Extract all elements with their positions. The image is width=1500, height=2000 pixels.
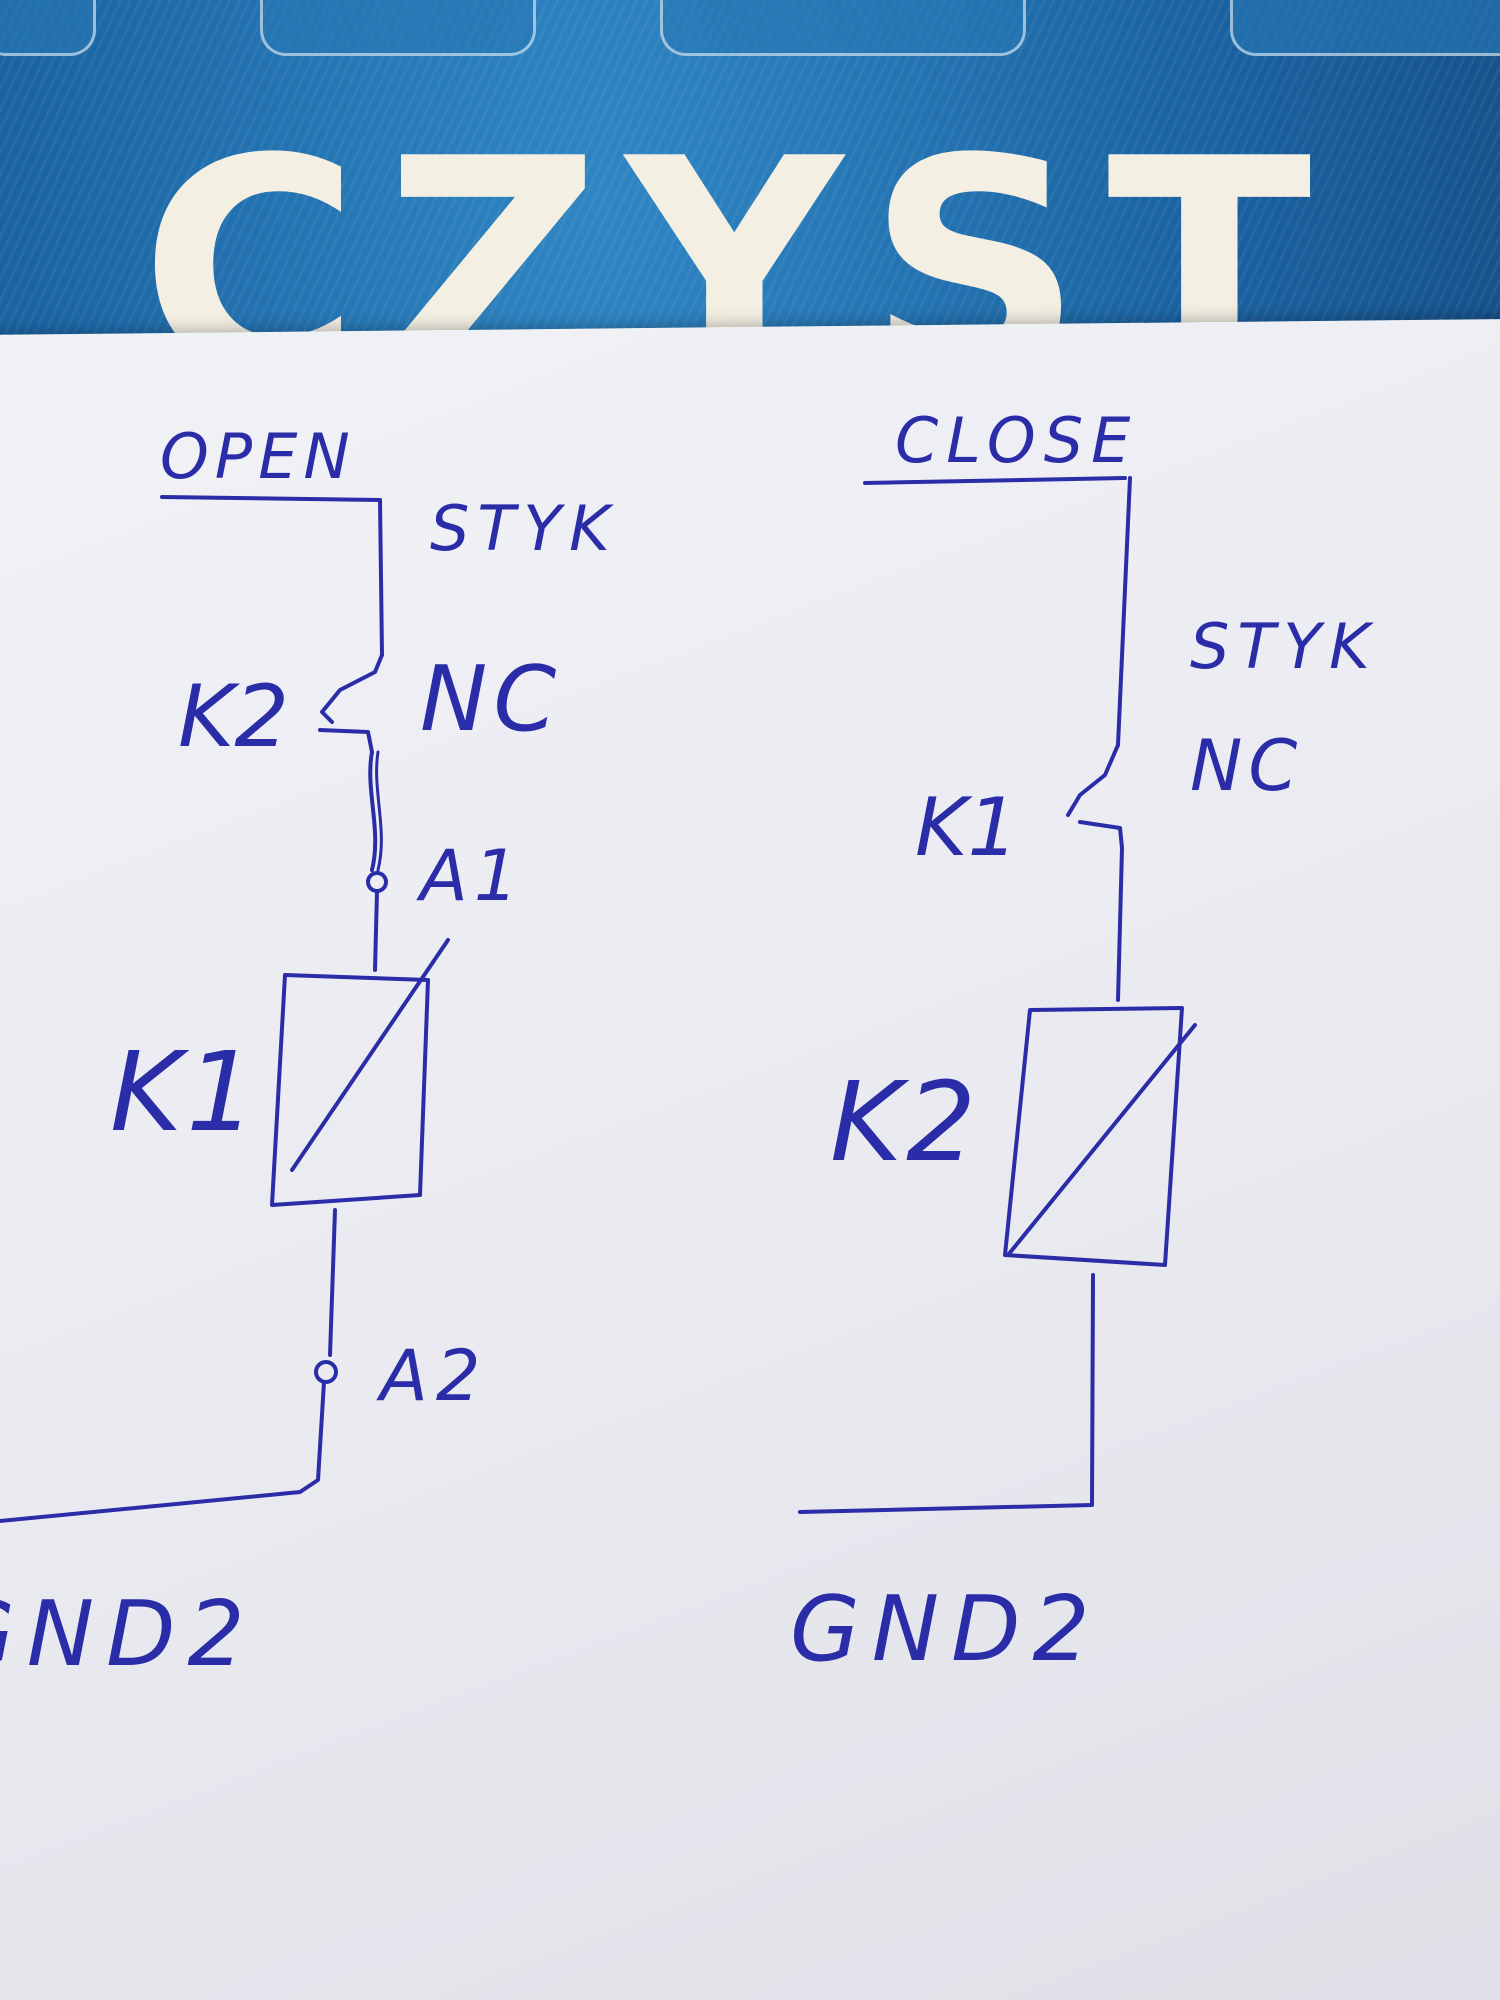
open-contact-name: K2 — [178, 667, 289, 767]
open-heading: OPEN — [160, 420, 356, 493]
close-coil-name: K2 — [830, 1058, 980, 1186]
close-ground-label: GND2 — [790, 1577, 1102, 1682]
close-supply-wire — [1116, 476, 1132, 747]
close-contact-caption-2: NC — [1190, 725, 1303, 807]
close-contact-name: K1 — [915, 781, 1018, 874]
open-heading-line — [160, 495, 382, 502]
open-supply-wire — [378, 498, 384, 657]
open-terminal-a1-label: A1 — [416, 835, 524, 917]
open-coil-slash — [290, 938, 450, 1172]
open-terminal-a2-dot — [314, 1360, 338, 1384]
mat-tab — [1230, 0, 1500, 56]
open-coil-name: K1 — [110, 1028, 260, 1156]
open-wire-a2 — [328, 1208, 337, 1357]
mat-tab — [660, 0, 1026, 56]
close-nc-contact-symbol — [1066, 743, 1120, 817]
open-wire-a1 — [368, 750, 378, 872]
mat-tab — [260, 0, 536, 56]
open-wire-a1 — [375, 750, 383, 872]
close-nc-contact-symbol — [1078, 820, 1124, 850]
close-coil-box — [1003, 1006, 1184, 1267]
close-wire-to-coil — [1116, 846, 1124, 1002]
mat-tab — [0, 0, 96, 56]
close-contact-caption-1: STYK — [1190, 610, 1378, 683]
open-terminal-a1-dot — [366, 871, 388, 893]
close-coil-slash — [1006, 1023, 1197, 1257]
open-contact-caption-2: NC — [420, 647, 562, 752]
open-contact-caption-1: STYK — [430, 492, 618, 565]
open-terminal-a2-label: A2 — [376, 1335, 488, 1417]
open-ground-label: GND2 — [0, 1582, 257, 1687]
close-heading: CLOSE — [895, 404, 1138, 477]
open-nc-contact-symbol — [320, 653, 384, 724]
open-ground-wire — [0, 1380, 326, 1524]
open-nc-contact-symbol — [318, 728, 374, 754]
close-ground-wire — [798, 1273, 1095, 1514]
close-heading-line — [863, 476, 1127, 485]
open-coil-box — [270, 973, 430, 1207]
open-wire-to-coil — [373, 889, 379, 972]
